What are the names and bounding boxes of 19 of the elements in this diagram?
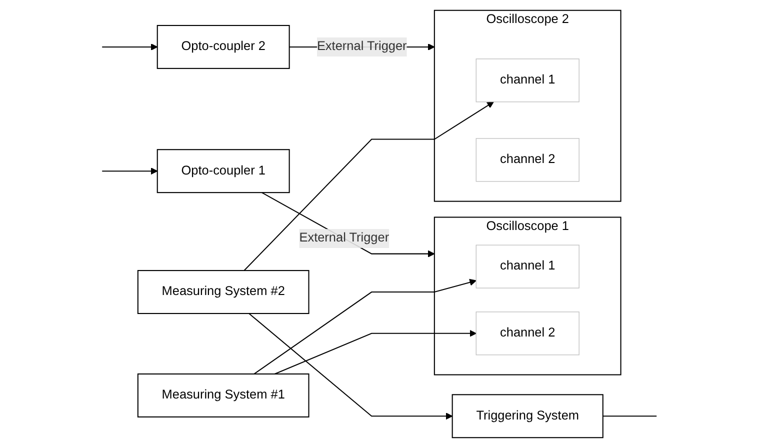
node-box: channel 2 (475, 312, 580, 356)
arrow (102, 43, 158, 50)
arrow (253, 278, 476, 374)
connector (602, 416, 656, 417)
edge-label: External Trigger (298, 231, 389, 245)
arrow (248, 313, 452, 420)
node-box: Triggering System (451, 394, 604, 438)
node-box: channel 2 (475, 138, 580, 182)
arrow (274, 330, 476, 374)
node-box: Opto-coupler 2 (156, 24, 290, 69)
arrow (243, 102, 494, 271)
edge-label: External Trigger (316, 40, 406, 54)
node-box: Opto-coupler 1 (156, 149, 290, 194)
node-box: Measuring System #1 (137, 373, 309, 418)
node-box: Measuring System #2 (137, 270, 309, 314)
arrow (102, 168, 158, 175)
node-box: channel 1 (475, 244, 580, 288)
node-box: channel 1 (475, 58, 580, 102)
arrow (261, 192, 434, 258)
